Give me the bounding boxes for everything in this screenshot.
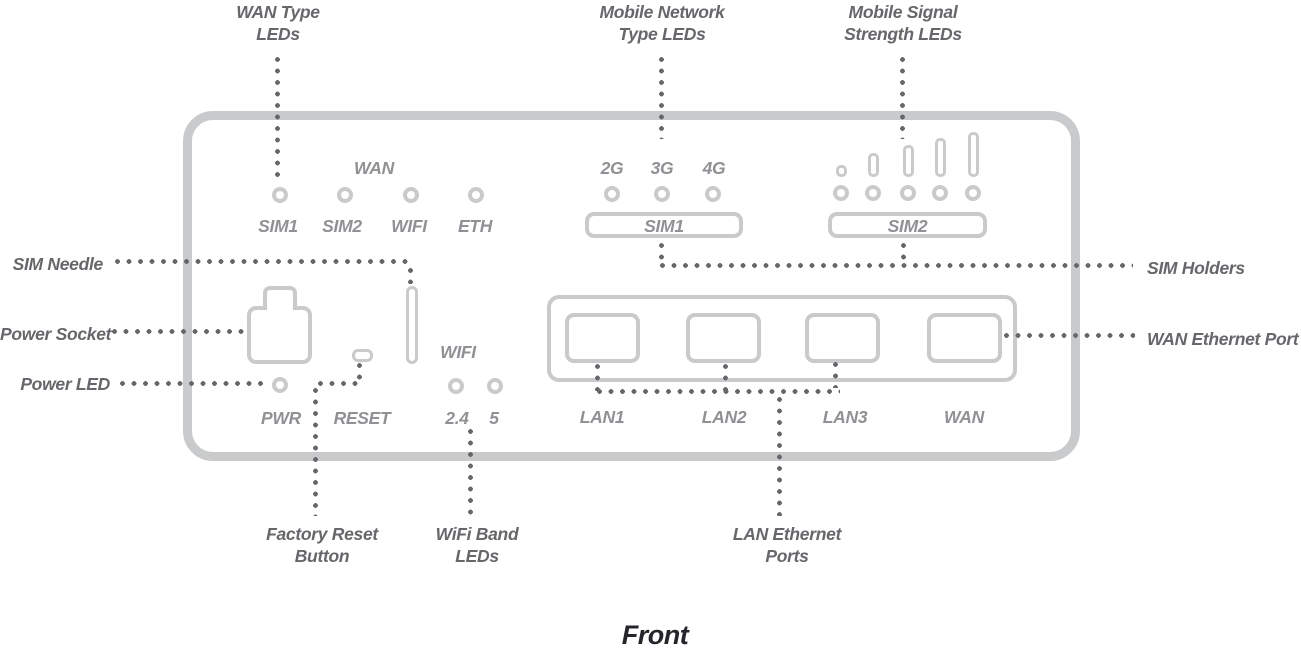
callout-wan-type-leds-line2: LEDs: [256, 24, 300, 44]
signal-led-1: [833, 185, 849, 201]
signal-bar-3: [903, 145, 914, 177]
callout-wan-ethernet-port: WAN Ethernet Port: [1147, 329, 1299, 349]
mobile-led-label-3g: 3G: [650, 158, 674, 178]
port-label-lan2: LAN2: [701, 407, 747, 427]
sim1-holder: SIM1: [585, 212, 743, 238]
ethernet-ports-group: [547, 295, 1017, 382]
leader-lan3-v: [833, 362, 838, 388]
leader-lan-ports-h: [597, 389, 840, 394]
wan-type-led-label-sim2: SIM2: [322, 216, 362, 236]
signal-led-3: [900, 185, 916, 201]
leader-mobile-network-leds: [659, 57, 664, 139]
leader-lan2-v: [723, 364, 728, 391]
wifi-group-label: WIFI: [440, 342, 476, 362]
device-outline: [183, 111, 1080, 461]
leader-wan-type-leds: [275, 57, 280, 183]
leader-power-socket: [112, 329, 244, 334]
signal-led-5: [965, 185, 981, 201]
callout-mobile-network-line1: Mobile Network: [599, 2, 725, 22]
leader-wifi-band-v: [468, 429, 473, 516]
callout-lan-ethernet-line1: LAN Ethernet: [732, 524, 842, 544]
callout-sim-needle: SIM Needle: [12, 254, 104, 274]
callout-lan-ethernet-ports: LAN Ethernet Ports: [687, 523, 887, 567]
wifi-led-24: [448, 378, 464, 394]
factory-reset-button: [352, 349, 373, 362]
signal-bar-1: [836, 165, 847, 177]
wifi-band-label-5: 5: [489, 408, 499, 428]
mobile-led-4g: [705, 186, 721, 202]
port-wan: [927, 313, 1002, 363]
reset-label: RESET: [333, 408, 391, 428]
wan-type-led-label-eth: ETH: [457, 216, 493, 236]
wan-type-led-sim2: [337, 187, 353, 203]
callout-sim-holders: SIM Holders: [1147, 258, 1245, 278]
wan-type-led-eth: [468, 187, 484, 203]
callout-power-socket: Power Socket: [0, 324, 112, 344]
port-label-lan3: LAN3: [822, 407, 868, 427]
diagram-title: Front: [621, 620, 689, 650]
leader-sim-needle-v: [408, 268, 413, 284]
callout-factory-reset-button: Factory Reset Button: [222, 523, 422, 567]
mobile-led-label-4g: 4G: [702, 158, 726, 178]
callout-wifi-band-line1: WiFi Band: [435, 524, 519, 544]
wan-type-led-wifi: [403, 187, 419, 203]
mobile-led-3g: [654, 186, 670, 202]
callout-wifi-band-line2: LEDs: [455, 546, 499, 566]
callout-wan-type-leds-line1: WAN Type: [236, 2, 320, 22]
power-socket-tab: [263, 286, 297, 310]
callout-lan-ethernet-line2: Ports: [765, 546, 809, 566]
port-lan3: [805, 313, 880, 363]
leader-sim-holders-h: [660, 263, 1133, 268]
callout-mobile-network-line2: Type LEDs: [618, 24, 706, 44]
signal-bar-5: [968, 132, 979, 177]
signal-bar-2: [868, 153, 879, 177]
leader-factory-reset-v: [313, 388, 318, 516]
leader-power-led: [120, 381, 267, 386]
callout-wan-type-leds: WAN Type LEDs: [178, 1, 378, 45]
power-socket: [247, 306, 312, 364]
sim2-holder: SIM2: [828, 212, 987, 238]
signal-led-4: [932, 185, 948, 201]
leader-lan-ports-v: [777, 397, 782, 516]
leader-lan1-v: [595, 364, 600, 391]
callout-mobile-signal-line2: Strength LEDs: [844, 24, 962, 44]
callout-power-led: Power LED: [20, 374, 110, 394]
leader-mobile-signal-leds: [900, 57, 905, 139]
port-lan1: [565, 313, 640, 363]
wifi-led-5: [487, 378, 503, 394]
callout-mobile-signal-strength-leds: Mobile Signal Strength LEDs: [803, 1, 1003, 45]
callout-wifi-band-leds: WiFi Band LEDs: [377, 523, 577, 567]
callout-mobile-network-type-leds: Mobile Network Type LEDs: [562, 1, 762, 45]
wifi-band-label-24: 2.4: [445, 408, 469, 428]
leader-sim2-holder-v: [901, 243, 906, 263]
leader-reset-v: [357, 363, 362, 381]
callout-mobile-signal-line1: Mobile Signal: [848, 2, 958, 22]
leader-sim1-holder-v: [659, 243, 664, 263]
wan-type-led-sim1: [272, 187, 288, 203]
mobile-led-2g: [604, 186, 620, 202]
leader-reset-h: [318, 381, 360, 386]
port-label-lan1: LAN1: [579, 407, 625, 427]
signal-bar-4: [935, 138, 946, 177]
callout-factory-reset-line1: Factory Reset: [266, 524, 378, 544]
power-led: [272, 377, 288, 393]
wan-type-led-label-wifi: WIFI: [391, 216, 427, 236]
sim-needle: [406, 286, 418, 364]
leader-wan-ethernet-port: [1004, 333, 1135, 338]
pwr-label: PWR: [261, 408, 301, 428]
signal-led-2: [865, 185, 881, 201]
wan-group-label: WAN: [354, 158, 394, 178]
mobile-led-label-2g: 2G: [600, 158, 624, 178]
leader-sim-needle-h: [115, 259, 413, 264]
wan-type-led-label-sim1: SIM1: [258, 216, 298, 236]
port-label-wan: WAN: [944, 407, 984, 427]
port-lan2: [686, 313, 761, 363]
callout-factory-reset-line2: Button: [294, 546, 350, 566]
